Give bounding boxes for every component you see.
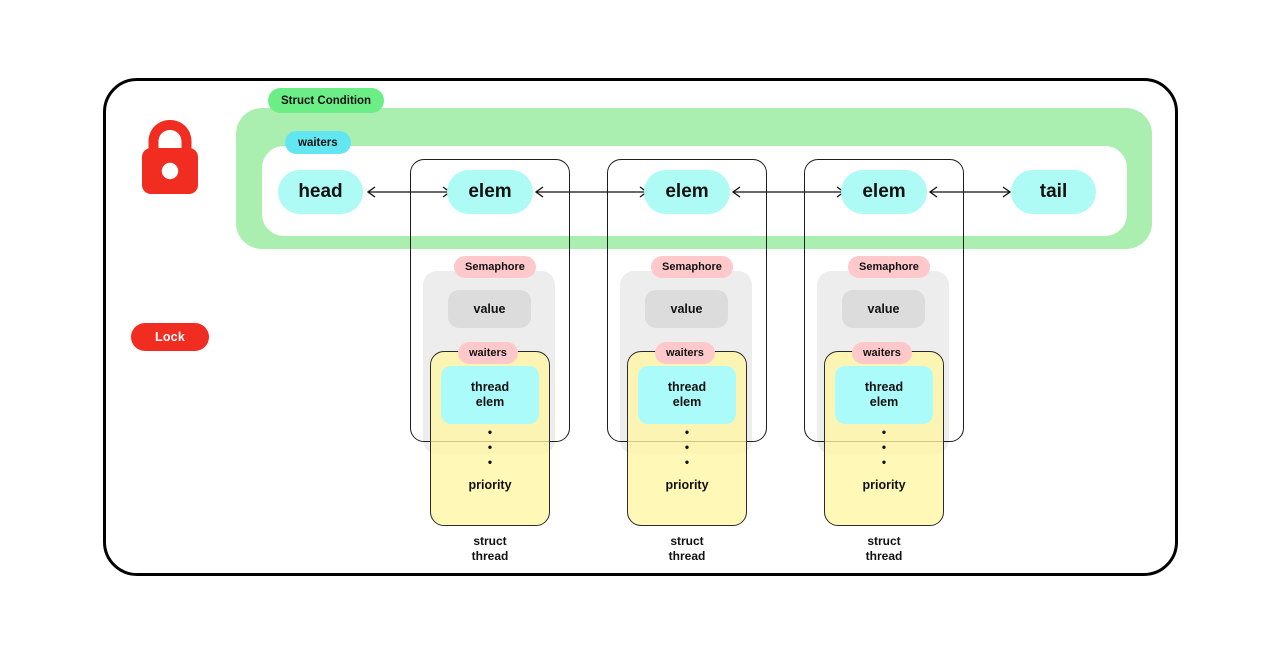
- dot-2: •: [881, 440, 887, 454]
- thread-elem-box-2: thread elem: [638, 366, 736, 424]
- dot-2: •: [487, 440, 493, 454]
- thread-priority-3-text: priority: [862, 478, 906, 492]
- semaphore-badge-1: Semaphore: [454, 256, 536, 278]
- thread-elem-2-line2: elem: [672, 395, 702, 409]
- semaphore-waiters-3-label: waiters: [863, 347, 901, 359]
- list-node-tail: tail: [1011, 170, 1096, 214]
- struct-thread-caption-3-line1: struct: [867, 534, 901, 548]
- thread-elem-box-3: thread elem: [835, 366, 933, 424]
- struct-condition-badge: Struct Condition: [268, 88, 385, 113]
- thread-elem-3-line1: thread: [864, 379, 904, 394]
- thread-fields-dots-2: • • •: [627, 425, 747, 470]
- list-node-elem-3: elem: [841, 170, 927, 214]
- struct-thread-caption-1-line2: thread: [471, 549, 509, 563]
- dot-1: •: [487, 425, 493, 439]
- semaphore-badge-3-label: Semaphore: [859, 261, 919, 273]
- dot-3: •: [881, 455, 887, 469]
- struct-thread-caption-2-line2: thread: [668, 549, 706, 563]
- dot-3: •: [487, 455, 493, 469]
- lock-label: Lock: [155, 330, 185, 344]
- list-node-elem-1: elem: [447, 170, 533, 214]
- dot-2: •: [684, 440, 690, 454]
- semaphore-value-1-label: value: [473, 302, 506, 316]
- list-node-elem-2: elem: [644, 170, 730, 214]
- semaphore-value-3-label: value: [867, 302, 900, 316]
- thread-priority-1-text: priority: [468, 478, 512, 492]
- semaphore-badge-3: Semaphore: [848, 256, 930, 278]
- semaphore-waiters-badge-1: waiters: [458, 342, 518, 364]
- semaphore-value-2-label: value: [670, 302, 703, 316]
- list-node-head-label: head: [298, 181, 343, 202]
- list-node-head: head: [278, 170, 363, 214]
- struct-condition-label: Struct Condition: [281, 94, 372, 107]
- list-node-elem-1-label: elem: [468, 181, 512, 202]
- lock-closed-icon: [142, 120, 198, 194]
- list-node-tail-label: tail: [1039, 181, 1068, 202]
- semaphore-waiters-badge-2: waiters: [655, 342, 715, 364]
- thread-priority-label-1: priority: [430, 478, 550, 492]
- thread-fields-dots-3: • • •: [824, 425, 944, 470]
- semaphore-badge-1-label: Semaphore: [465, 261, 525, 273]
- thread-priority-label-3: priority: [824, 478, 944, 492]
- struct-thread-caption-1-line1: struct: [473, 534, 507, 548]
- dot-1: •: [881, 425, 887, 439]
- thread-elem-1-line1: thread: [470, 379, 510, 394]
- semaphore-badge-2: Semaphore: [651, 256, 733, 278]
- struct-thread-caption-1: struct thread: [430, 534, 550, 564]
- dot-1: •: [684, 425, 690, 439]
- lock-group: Lock: [131, 117, 209, 351]
- semaphore-waiters-2-label: waiters: [666, 347, 704, 359]
- list-node-elem-2-label: elem: [665, 181, 709, 202]
- thread-fields-dots-1: • • •: [430, 425, 550, 470]
- semaphore-value-box-1: value: [448, 290, 531, 328]
- condition-waiters-badge: waiters: [285, 131, 351, 154]
- diagram-outer-frame: [103, 78, 1178, 576]
- struct-thread-caption-3-line2: thread: [865, 549, 903, 563]
- struct-thread-caption-3: struct thread: [824, 534, 944, 564]
- thread-priority-2-text: priority: [665, 478, 709, 492]
- struct-thread-caption-2-line1: struct: [670, 534, 704, 548]
- condition-waiters-label: waiters: [298, 136, 338, 149]
- thread-priority-label-2: priority: [627, 478, 747, 492]
- struct-thread-caption-2: struct thread: [627, 534, 747, 564]
- semaphore-value-box-3: value: [842, 290, 925, 328]
- semaphore-value-box-2: value: [645, 290, 728, 328]
- semaphore-badge-2-label: Semaphore: [662, 261, 722, 273]
- list-node-elem-3-label: elem: [862, 181, 906, 202]
- thread-elem-2-line1: thread: [667, 379, 707, 394]
- semaphore-waiters-1-label: waiters: [469, 347, 507, 359]
- thread-elem-3-line2: elem: [869, 395, 899, 409]
- lock-label-pill: Lock: [131, 323, 209, 351]
- dot-3: •: [684, 455, 690, 469]
- semaphore-waiters-badge-3: waiters: [852, 342, 912, 364]
- thread-elem-box-1: thread elem: [441, 366, 539, 424]
- thread-elem-1-line2: elem: [475, 395, 505, 409]
